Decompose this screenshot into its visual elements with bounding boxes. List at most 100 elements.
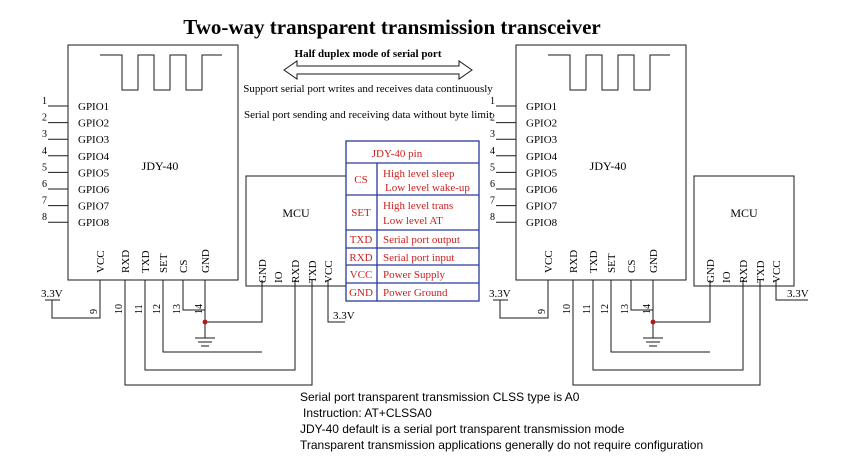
right-bottom-pin-number: 12: [600, 304, 611, 314]
right-gpio-number: 8: [490, 212, 495, 223]
pin-table-set-desc-1: High level trans: [383, 200, 453, 212]
right-gpio-label: GPIO2: [526, 118, 557, 130]
pin-table-cs: CS: [354, 174, 367, 186]
right-wiring: 3.3V 3.3V: [489, 280, 809, 386]
left-bottom-pin-number: 9: [89, 309, 100, 314]
left-gpio-number: 6: [42, 179, 47, 190]
left-gpio-number: 3: [42, 129, 47, 140]
left-wiring: 3.3V 3.3V: [41, 280, 355, 386]
left-gpio-number: 7: [42, 196, 47, 207]
right-gpio-number: 2: [490, 113, 495, 124]
right-mcu-pin-label: GND: [705, 259, 717, 283]
right-gpio-label: GPIO1: [526, 101, 557, 113]
footer-clss-type: Serial port transparent transmission CLS…: [300, 390, 580, 404]
right-vcc-supply-label: 3.3V: [489, 288, 511, 300]
pin-table-rxd-desc: Serial port input: [383, 252, 455, 264]
right-bottom-pin-number: 9: [537, 309, 548, 314]
left-gpio-label: GPIO6: [78, 184, 110, 196]
left-mcu-name: MCU: [282, 206, 310, 220]
half-duplex-label: Half duplex mode of serial port: [295, 48, 442, 60]
pin-table-rxd: RXD: [349, 252, 372, 264]
left-gpio-label: GPIO1: [78, 101, 109, 113]
pin-table-set: SET: [351, 207, 371, 219]
pin-table-cs-desc-2: Low level wake-up: [385, 182, 470, 194]
right-gpio-number: 6: [490, 179, 495, 190]
left-mcu-pin-label: TXD: [307, 260, 319, 283]
left-gpio-number: 1: [42, 96, 47, 107]
left-gpio-label: GPIO8: [78, 217, 110, 229]
right-gpio-label: GPIO3: [526, 134, 558, 146]
left-gpio-number: 2: [42, 113, 47, 124]
pin-table-gnd: GND: [349, 287, 373, 299]
left-bottom-pin-number: 12: [152, 304, 163, 314]
left-vcc-supply-label: 3.3V: [41, 288, 63, 300]
left-mcu-vcc-supply-label: 3.3V: [333, 310, 355, 322]
right-gnd-junction: [650, 319, 656, 325]
note-continuous: Support serial port writes and receives …: [243, 83, 493, 95]
pin-table-vcc: VCC: [350, 269, 373, 281]
right-bottom-pin-number: 14: [642, 304, 653, 314]
left-gpio-label: GPIO5: [78, 167, 110, 179]
left-bottom-pin-label: CS: [178, 260, 190, 273]
footer-instruction: Instruction: AT+CLSSA0: [303, 406, 432, 420]
left-bottom-pin-number: 13: [172, 304, 183, 314]
left-mcu-pin-label: RXD: [290, 260, 302, 283]
right-bottom-pin-label: SET: [606, 253, 618, 273]
right-bottom-pin-number: 10: [562, 304, 573, 314]
pin-table-txd: TXD: [350, 234, 373, 246]
left-gpio-number: 4: [42, 146, 47, 157]
left-gpio-label: GPIO4: [78, 151, 110, 163]
right-gpio-number: 3: [490, 129, 495, 140]
right-gpio-number: 5: [490, 162, 495, 173]
pin-table-vcc-desc: Power Supply: [383, 269, 446, 281]
left-module-name: JDY-40: [142, 159, 179, 173]
pin-table-cs-desc-1: High level sleep: [383, 168, 455, 180]
left-bottom-pin-number: 14: [194, 304, 205, 314]
left-bottom-pin-number: 10: [114, 304, 125, 314]
pin-table-txd-desc: Serial port output: [383, 234, 460, 246]
right-bottom-pin-label: RXD: [568, 250, 580, 273]
right-gpio-label: GPIO6: [526, 184, 558, 196]
right-gpio-number: 1: [490, 96, 495, 107]
left-bottom-pin-label: SET: [158, 253, 170, 273]
right-gpio-number: 7: [490, 196, 495, 207]
left-gnd-junction: [202, 319, 208, 325]
right-bottom-pin-label: CS: [626, 260, 638, 273]
pin-table: JDY-40 pin CS High level sleep Low level…: [345, 140, 480, 302]
right-gpio-number: 4: [490, 146, 495, 157]
right-mcu-pin-label: IO: [721, 271, 733, 283]
left-bottom-pin-label: VCC: [95, 250, 107, 273]
footer-notes: Serial port transparent transmission CLS…: [300, 390, 703, 452]
left-bottom-pin-label: TXD: [140, 250, 152, 273]
right-bottom-pin-number: 11: [582, 304, 593, 314]
left-gpio-label: GPIO2: [78, 118, 109, 130]
half-duplex-arrow: [283, 60, 473, 80]
right-gpio-label: GPIO7: [526, 201, 558, 213]
pin-table-header: JDY-40 pin: [372, 148, 423, 160]
pin-table-set-desc-2: Low level AT: [383, 215, 443, 227]
right-mcu-pin-label: TXD: [755, 260, 767, 283]
left-mcu-pin-label: IO: [273, 271, 285, 283]
left-bottom-pin-label: GND: [200, 249, 212, 273]
left-gpio-label: GPIO7: [78, 201, 110, 213]
right-gpio-label: GPIO4: [526, 151, 558, 163]
right-bottom-pin-label: GND: [648, 249, 660, 273]
right-bottom-pin-label: TXD: [588, 250, 600, 273]
left-gpio-label: GPIO3: [78, 134, 110, 146]
right-bottom-pin-label: VCC: [543, 250, 555, 273]
left-gpio-number: 8: [42, 212, 47, 223]
right-gpio-label: GPIO5: [526, 167, 558, 179]
left-mcu-pin-label: VCC: [323, 260, 335, 283]
right-mcu-name: MCU: [730, 206, 758, 220]
pin-table-gnd-desc: Power Ground: [383, 287, 448, 299]
right-bottom-pin-number: 13: [620, 304, 631, 314]
left-bottom-pin-number: 11: [134, 304, 145, 314]
footer-configuration: Transparent transmission applications ge…: [300, 438, 703, 452]
diagram-title: Two-way transparent transmission transce…: [183, 15, 600, 39]
left-bottom-pin-label: RXD: [120, 250, 132, 273]
